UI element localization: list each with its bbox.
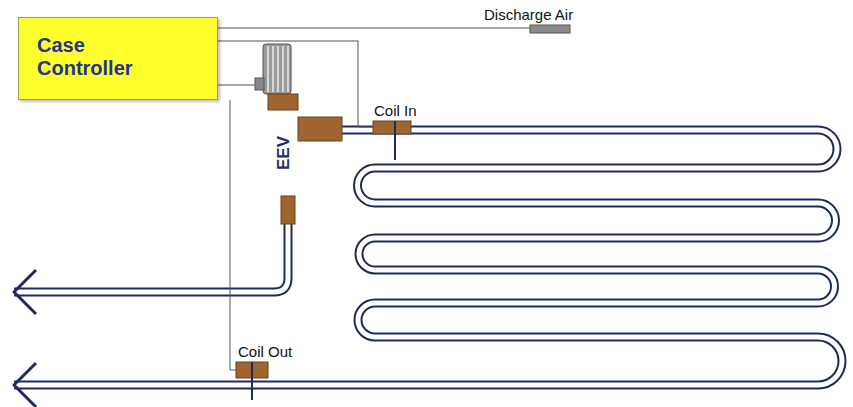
node-text: EEV <box>274 136 294 170</box>
stepper-motor <box>263 44 291 94</box>
sensor-label: Discharge Air <box>482 6 575 23</box>
flow-arrow <box>14 270 36 314</box>
discharge-air-sensor <box>530 25 570 33</box>
expansion-valve: EEV <box>255 44 300 198</box>
motor-connector <box>255 78 264 90</box>
coil-in-sensor <box>373 121 411 134</box>
flow-arrow <box>14 363 36 407</box>
node-text: Case Controller <box>37 34 157 80</box>
sensor-label: Coil Out <box>236 343 294 360</box>
eev-port <box>298 117 342 141</box>
sensor-wire <box>218 41 373 127</box>
sensor-label: Coil In <box>372 102 419 119</box>
motor-base <box>268 94 298 110</box>
eev-outlet <box>281 196 295 224</box>
control-wire <box>218 85 255 86</box>
sensor-wire <box>218 28 530 29</box>
coil-pipe <box>14 130 842 385</box>
liquid-pipe <box>14 222 288 292</box>
controller-box: Case Controller <box>18 17 218 100</box>
sensor-wire <box>230 100 236 370</box>
